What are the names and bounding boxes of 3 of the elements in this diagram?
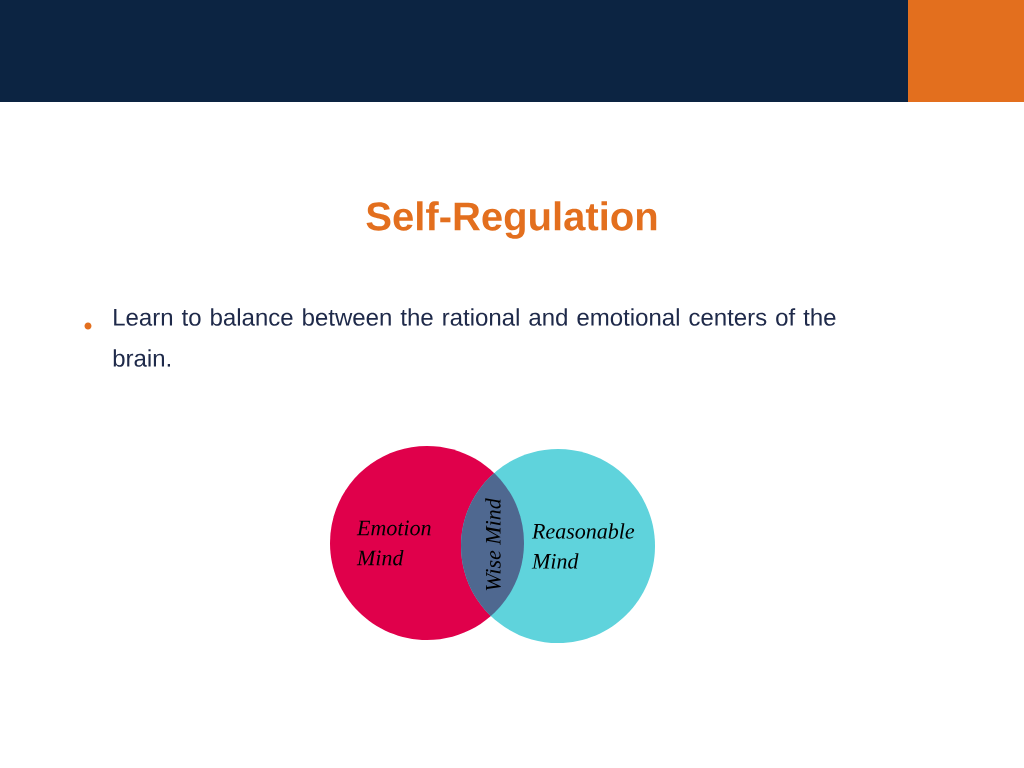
bullet-text: Learn to balance between the rational and emotional centers of the brain. xyxy=(113,308,836,367)
slide-title: Self-Regulation xyxy=(366,201,657,239)
venn-overlap: Wise Mind xyxy=(485,498,501,591)
